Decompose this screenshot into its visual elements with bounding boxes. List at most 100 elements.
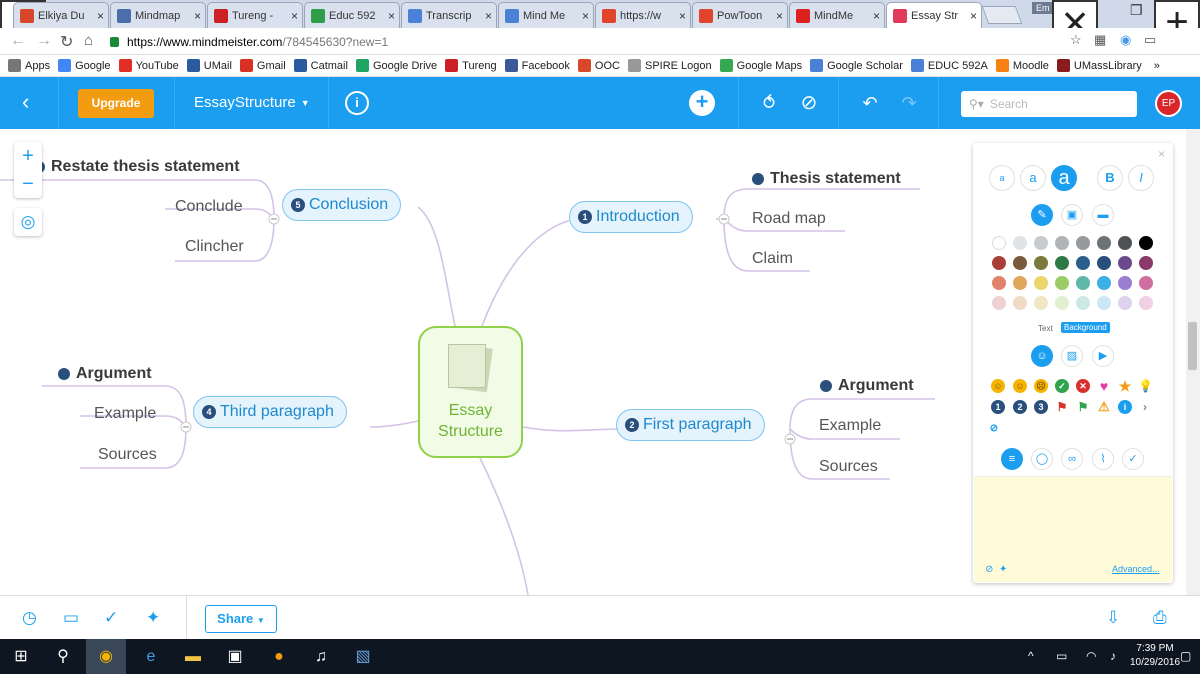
extension-icon[interactable]: ▦ — [1094, 32, 1107, 47]
color-swatch[interactable] — [1118, 296, 1132, 310]
reload-icon[interactable]: ↻ — [60, 34, 74, 51]
notifications-icon[interactable]: ▢ — [1180, 649, 1192, 663]
chrome-taskbar-icon[interactable]: ◉ — [86, 639, 126, 674]
sad-emoji-icon[interactable]: ☹ — [1034, 379, 1048, 393]
subtopic-restate-thesis[interactable]: Restate thesis statement — [33, 158, 240, 176]
user-avatar[interactable]: EP — [1155, 90, 1182, 117]
subtopic-example-1[interactable]: Example — [819, 417, 882, 434]
bookmark-item[interactable]: Gmail — [239, 59, 286, 72]
color-swatch[interactable] — [1118, 256, 1132, 270]
browser-tab[interactable]: Transcrip× — [401, 2, 497, 28]
download-cloud-icon[interactable]: ⇩ — [1106, 608, 1121, 627]
browser-tab[interactable]: Mindmap× — [110, 2, 206, 28]
app-icon[interactable]: ● — [274, 648, 284, 665]
clear-icon[interactable]: ⊘ — [989, 423, 999, 434]
nav-forward-icon[interactable]: → — [36, 32, 52, 49]
battery-icon[interactable]: ▭ — [1056, 649, 1068, 663]
store-icon[interactable]: ▣ — [227, 648, 243, 665]
tray-chevron-up-icon[interactable]: ^ — [1028, 649, 1034, 663]
color-swatch[interactable] — [1055, 236, 1069, 250]
tab-close-icon[interactable]: × — [581, 8, 589, 23]
color-swatch[interactable] — [1055, 296, 1069, 310]
red-flag-icon[interactable]: ⚑ — [1056, 400, 1068, 414]
undo-icon[interactable]: ↶ — [862, 93, 878, 113]
color-swatch[interactable] — [1139, 256, 1153, 270]
home-icon[interactable]: ⌂ — [84, 32, 94, 49]
notes-icon[interactable]: ≡ — [1001, 448, 1023, 470]
chevron-right-icon[interactable]: › — [1143, 400, 1147, 414]
number-3-icon[interactable]: 3 — [1034, 400, 1048, 414]
share-button[interactable]: Share ▼ — [205, 605, 277, 633]
comment-icon[interactable]: ◯ — [1031, 448, 1053, 470]
video-icon[interactable]: ▶ — [1092, 345, 1114, 367]
font-size-small-button[interactable]: a — [989, 165, 1015, 191]
history-icon[interactable]: ◷ — [22, 608, 37, 627]
color-swatch[interactable] — [992, 256, 1006, 270]
subtopic-argument-1[interactable]: Argument — [820, 377, 914, 395]
tab-close-icon[interactable]: × — [775, 8, 783, 23]
star-icon[interactable]: ☆ — [1070, 32, 1082, 47]
subtopic-sources-1[interactable]: Sources — [819, 458, 878, 475]
color-swatch[interactable] — [1013, 296, 1027, 310]
browser-tab[interactable]: MindMe× — [789, 2, 885, 28]
color-swatch[interactable] — [1097, 256, 1111, 270]
number-1-icon[interactable]: 1 — [991, 400, 1005, 414]
color-swatch[interactable] — [992, 276, 1006, 290]
subtopic-road-map[interactable]: Road map — [752, 210, 826, 227]
font-size-large-button[interactable]: a — [1051, 165, 1077, 191]
info-icon[interactable]: i — [345, 91, 369, 115]
notes-area[interactable] — [974, 476, 1172, 582]
boundary-style-icon[interactable]: ▬ — [1092, 204, 1114, 226]
text-tab[interactable]: Text — [1038, 324, 1053, 333]
scrollbar-thumb[interactable] — [1188, 322, 1197, 370]
extension-cast-icon[interactable]: ▭ — [1144, 32, 1157, 47]
heart-icon[interactable]: ♥ — [1099, 378, 1109, 394]
bookmark-item[interactable]: YouTube — [118, 59, 179, 72]
browser-tab[interactable]: Essay Str× — [886, 2, 982, 28]
color-swatch[interactable] — [1013, 256, 1027, 270]
tab-close-icon[interactable]: × — [193, 8, 201, 23]
central-topic[interactable]: Essay Structure — [418, 326, 523, 458]
redo-icon[interactable]: ↷ — [901, 93, 917, 113]
link-icon[interactable]: ∞ — [1061, 448, 1083, 470]
color-swatch[interactable] — [1097, 276, 1111, 290]
check-icon[interactable]: ✓ — [1055, 379, 1069, 393]
subtopic-claim[interactable]: Claim — [752, 250, 793, 267]
background-tab[interactable]: Background — [1061, 322, 1110, 333]
color-swatch[interactable] — [1076, 236, 1090, 250]
bookmark-item[interactable]: Tureng — [445, 59, 497, 72]
center-map-icon[interactable]: ◎ — [14, 208, 42, 236]
bookmark-item[interactable]: EDUC 592A — [910, 59, 988, 72]
subtopic-clincher[interactable]: Clincher — [185, 238, 244, 255]
subtopic-thesis-statement[interactable]: Thesis statement — [752, 170, 901, 188]
color-swatch[interactable] — [992, 236, 1006, 250]
font-size-medium-button[interactable]: a — [1020, 165, 1046, 191]
delete-topic-icon[interactable]: ⊘ — [800, 92, 818, 114]
wifi-icon[interactable]: ◠ — [1086, 649, 1097, 663]
bookmark-item[interactable]: Moodle — [995, 59, 1049, 72]
bookmark-item[interactable]: Google Scholar — [810, 59, 903, 72]
color-swatch[interactable] — [1013, 236, 1027, 250]
color-swatch[interactable] — [1139, 236, 1153, 250]
browser-tab[interactable]: https://w× — [595, 2, 691, 28]
search-input[interactable]: ⚲▾ Search — [961, 91, 1137, 117]
bookmark-item[interactable]: SPIRE Logon — [627, 59, 712, 72]
edge-taskbar-icon[interactable]: e — [146, 648, 156, 665]
advanced-link[interactable]: Advanced... — [1112, 564, 1160, 574]
green-flag-icon[interactable]: ⚑ — [1077, 400, 1089, 414]
system-clock[interactable]: 7:39 PM 10/29/2016 — [1130, 642, 1180, 670]
browser-tab[interactable]: Tureng -× — [207, 2, 303, 28]
zoom-in-icon[interactable]: + — [22, 145, 34, 167]
connect-icon[interactable]: ⥀ — [762, 93, 776, 113]
italic-button[interactable]: I — [1128, 165, 1154, 191]
star-icon[interactable]: ★ — [1118, 378, 1132, 394]
map-title-dropdown[interactable]: EssayStructure▼ — [194, 94, 310, 111]
color-swatch[interactable] — [1097, 296, 1111, 310]
new-tab-button[interactable] — [981, 6, 1023, 24]
color-swatch[interactable] — [1034, 256, 1048, 270]
presentation-icon[interactable]: ▭ — [63, 608, 80, 627]
clear-notes-icon[interactable]: ⊘ — [985, 564, 994, 575]
